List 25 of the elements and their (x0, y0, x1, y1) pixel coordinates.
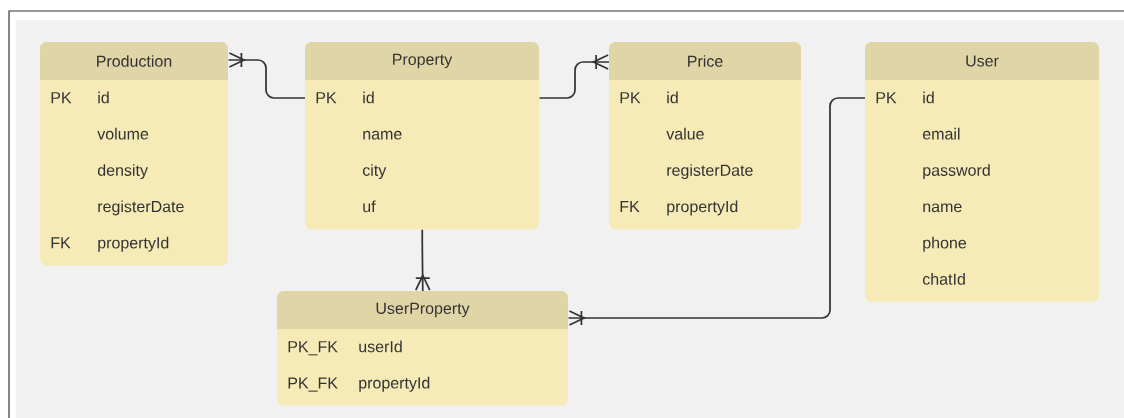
table-row: phone (923, 236, 967, 252)
relationship-line (414, 228, 431, 292)
table-row: PK id (51, 91, 109, 104)
table-row: PK_FK propertyId (288, 376, 430, 392)
table-row: value (666, 127, 704, 140)
table-row: email (922, 127, 960, 140)
table-row: PK id (316, 91, 374, 104)
table-row: registerDate (667, 164, 753, 180)
table-row: password (923, 164, 990, 180)
table-row: PK id (876, 91, 934, 104)
relationship-line (567, 97, 866, 326)
table-row: uf (363, 200, 376, 213)
table-row: PK id (620, 91, 678, 104)
table-row: density (97, 164, 148, 180)
table-row: chatId (922, 273, 965, 285)
table-row: FK propertyId (620, 200, 738, 216)
relationship-line (227, 52, 306, 99)
table-row: FK propertyId (51, 236, 169, 252)
table-row: PK_FK userId (288, 340, 402, 356)
table-row: volume (97, 127, 149, 140)
table-row: city (362, 164, 387, 180)
table-row: name (923, 203, 962, 213)
table-row: registerDate (98, 200, 184, 216)
relationship-line (538, 54, 610, 99)
table-row: name (363, 130, 402, 140)
